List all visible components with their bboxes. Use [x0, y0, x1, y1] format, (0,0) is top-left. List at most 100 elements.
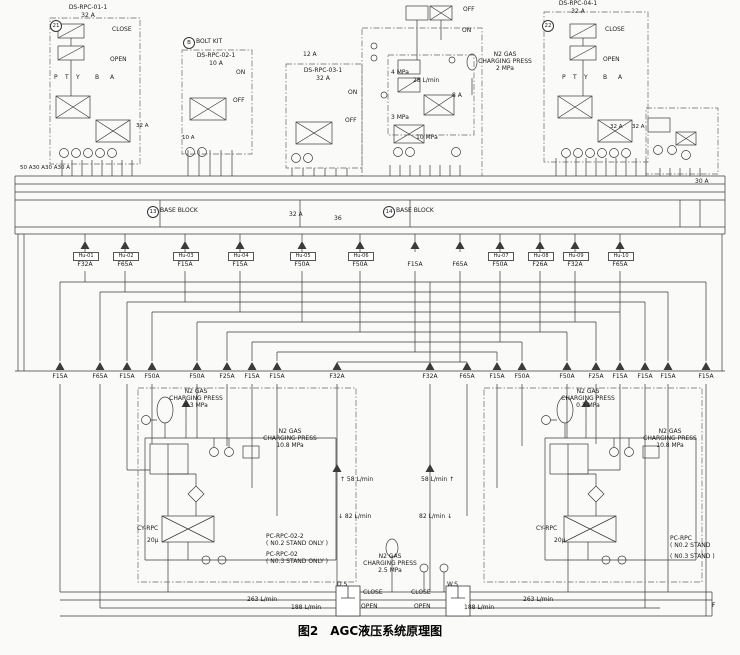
- press-10mpa-label: 10 MPa: [416, 134, 438, 141]
- flow-label-18: F15A: [698, 373, 714, 380]
- left-flow-263-label: 263 L/min: [247, 596, 278, 603]
- left-flow-82-label: ↓ 82 L/min: [338, 513, 372, 520]
- hu-f-label-0: F32A: [77, 261, 93, 268]
- hu-label-2: Hu-03: [173, 252, 199, 261]
- flow-label-8: F32A: [329, 373, 345, 380]
- port-right-t: T: [573, 74, 577, 81]
- ws-open-label: OPEN: [414, 603, 431, 610]
- valve4-off-label: OFF: [463, 6, 475, 13]
- extra-size-r2: 32 A: [632, 124, 645, 130]
- valve2-on-label: ON: [236, 69, 246, 76]
- left-cy-rpc-label: CY-RPC: [137, 525, 159, 532]
- ws-side-label: W.S: [447, 581, 458, 588]
- marker-22: 22: [542, 20, 554, 32]
- left-micron-label: 20μ: [147, 537, 159, 544]
- hu-f-label-11: F65A: [612, 261, 628, 268]
- right-micron-label: 20μ: [554, 537, 566, 544]
- flow-label-11: F15A: [489, 373, 505, 380]
- right-n2-108-label: N2 GAS CHARGING PRESS 10.8 MPa: [643, 428, 697, 449]
- bus-size2-label: 36: [334, 215, 342, 222]
- valve4-id: DS-RPC-04-1: [558, 0, 598, 7]
- valve3-on-label: ON: [348, 89, 358, 96]
- hu-label-4: Hu-05: [290, 252, 316, 261]
- hu-label-11: Hu-10: [608, 252, 634, 261]
- port-left-a: A: [110, 74, 115, 81]
- flow-label-4: F50A: [189, 373, 205, 380]
- bus-size-label: 32 A: [289, 211, 303, 218]
- port-right-a: A: [618, 74, 623, 81]
- ds-close-label: CLOSE: [363, 589, 383, 596]
- valve4-close-label: CLOSE: [605, 26, 625, 33]
- left-n2-108-label: N2 GAS CHARGING PRESS 10.8 MPa: [263, 428, 317, 449]
- right-cy-rpc-label: CY-RPC: [536, 525, 558, 532]
- left-pc2-label: PC-RPC-02 ( N0.3 STAND ONLY ): [266, 551, 328, 565]
- left-n2-03-label: N2 GAS CHARGING PRESS 0.3 MPa: [169, 388, 223, 409]
- f-port-label: F: [712, 602, 716, 609]
- hu-f-label-9: F26A: [532, 261, 548, 268]
- hu-label-3: Hu-04: [228, 252, 254, 261]
- hu-label-10: Hu-09: [563, 252, 589, 261]
- hu-f-label-3: F15A: [232, 261, 248, 268]
- port-right-p: P: [562, 74, 566, 81]
- left-pc1-label: PC-RPC-02-2 ( N0.2 STAND ONLY ): [266, 533, 328, 547]
- hu-f-label-4: F50A: [294, 261, 310, 268]
- right-flow-82-label: 82 L/min ↓: [419, 513, 453, 520]
- flow-label-13: F50A: [559, 373, 575, 380]
- flow-label-9: F32A: [422, 373, 438, 380]
- press-3mpa-label: 3 MPa: [391, 114, 409, 121]
- marker-14: 14: [383, 206, 395, 218]
- bolt-kit-label: BOLT KIT: [196, 38, 223, 45]
- hu-f-label-8: F50A: [492, 261, 508, 268]
- port-left-p: P: [54, 74, 58, 81]
- hu-f-label-5: F50A: [352, 261, 368, 268]
- ds-side-label: D.S: [337, 581, 348, 588]
- valve3-off-label: OFF: [345, 117, 357, 124]
- flow-label-17: F15A: [660, 373, 676, 380]
- bolt-kit-badge: B: [183, 37, 195, 49]
- flow-label-14: F25A: [588, 373, 604, 380]
- valve1-close-label: CLOSE: [112, 26, 132, 33]
- hu-f-label-10: F32A: [567, 261, 583, 268]
- hu-f-label-2: F15A: [177, 261, 193, 268]
- flow-label-10: F65A: [459, 373, 475, 380]
- flow-label-0: F15A: [52, 373, 68, 380]
- flow-label-16: F15A: [637, 373, 653, 380]
- extra-size-l2: 10 A: [182, 135, 195, 141]
- hu-f-label-1: F65A: [117, 261, 133, 268]
- flow-28-label: 28 L/min: [413, 77, 440, 84]
- hu-label-9: Hu-08: [528, 252, 554, 261]
- center-n2-25-label: N2 GAS CHARGING PRESS 2.5 MPa: [363, 553, 417, 574]
- valve1-size: 32 A: [81, 12, 95, 19]
- valve4-on-label: ON: [462, 27, 472, 34]
- hu-label-8: Hu-07: [488, 252, 514, 261]
- valve2-off-label: OFF: [233, 97, 245, 104]
- left-flow-58-label: ↑ 58 L/min: [340, 476, 374, 483]
- port-right-y: Y: [584, 74, 588, 81]
- right-flow-58-label: 58 L/min ↑: [421, 476, 455, 483]
- left-flow-188-label: 188 L/min: [291, 604, 322, 611]
- right-pc1-label: PC-RPC ( N0.2 STAND: [670, 535, 711, 549]
- hu-label-1: Hu-02: [113, 252, 139, 261]
- hu-f-label-6: F15A: [407, 261, 423, 268]
- right-pc2-label: ( N0.3 STAND ): [670, 553, 715, 560]
- valve4-open-label: OPEN: [603, 56, 620, 63]
- port-right-b: B: [603, 74, 608, 81]
- base-block2-label: BASE BLOCK: [396, 207, 434, 214]
- valve1-open-label: OPEN: [110, 56, 127, 63]
- size-8a-label: 8 A: [452, 92, 462, 99]
- n2-press-2mpa-label: N2 GAS CHARGING PRESS 2 MPa: [478, 51, 532, 72]
- ws-close-label: CLOSE: [411, 589, 431, 596]
- ds-open-label: OPEN: [361, 603, 378, 610]
- press-4mpa-label: 4 MPa: [391, 69, 409, 76]
- flow-label-2: F15A: [119, 373, 135, 380]
- extra-size-l1: 32 A: [136, 123, 149, 129]
- hu-label-5: Hu-06: [348, 252, 374, 261]
- valve4-size: 32 A: [571, 8, 585, 15]
- flow-label-1: F65A: [92, 373, 108, 380]
- right-flow-188-label: 188 L/min: [464, 604, 495, 611]
- valve2-size: 10 A: [209, 60, 223, 67]
- marker-13: 13: [147, 206, 159, 218]
- valve3-id: DS-RPC-03-1: [303, 67, 343, 74]
